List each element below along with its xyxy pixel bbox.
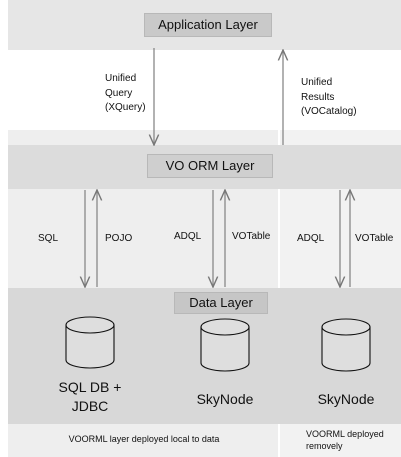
unified-query-line-1: Unified [105, 73, 137, 84]
database-sql-label-line-1: SQL DB + [58, 379, 122, 395]
database-skynode-local-label: SkyNode [196, 391, 254, 407]
adql-remote-label: ADQL [297, 233, 325, 244]
unified-results-label: Unified Results (VOCatalog) [301, 76, 357, 120]
unified-results-line-1: Unified [301, 77, 333, 88]
database-skynode-local-cylinder [200, 318, 250, 372]
database-sql-label: SQL DB + JDBC [50, 378, 130, 416]
votable-remote-label: VOTable [355, 233, 394, 244]
database-sql-label-line-2: JDBC [71, 397, 109, 414]
database-skynode-remote-label: SkyNode [317, 391, 375, 407]
votable-local-label: VOTable [232, 231, 271, 242]
local-deployment-footer: VOORML layer deployed local to data [68, 434, 220, 444]
pojo-label: POJO [105, 233, 133, 244]
data-layer-title: Data Layer [174, 292, 268, 314]
remote-deployment-footer: VOORML deployed removely [306, 428, 384, 452]
adql-local-label: ADQL [174, 231, 202, 242]
sql-label: SQL [38, 233, 59, 244]
database-sql-cylinder [65, 316, 115, 369]
orm-layer-title: VO ORM Layer [147, 154, 273, 178]
unified-query-line-3: (XQuery) [105, 102, 146, 113]
unified-query-line-2: Query [105, 87, 133, 99]
unified-results-line-2: Results [301, 91, 335, 103]
database-skynode-remote-cylinder [321, 318, 371, 372]
unified-results-line-3: (VOCatalog) [301, 106, 357, 117]
remote-footer-line-1: VOORML deployed [306, 429, 384, 439]
application-layer-title: Application Layer [144, 13, 272, 37]
remote-footer-line-2: removely [306, 441, 343, 452]
unified-query-label: Unified Query (XQuery) [105, 72, 146, 116]
